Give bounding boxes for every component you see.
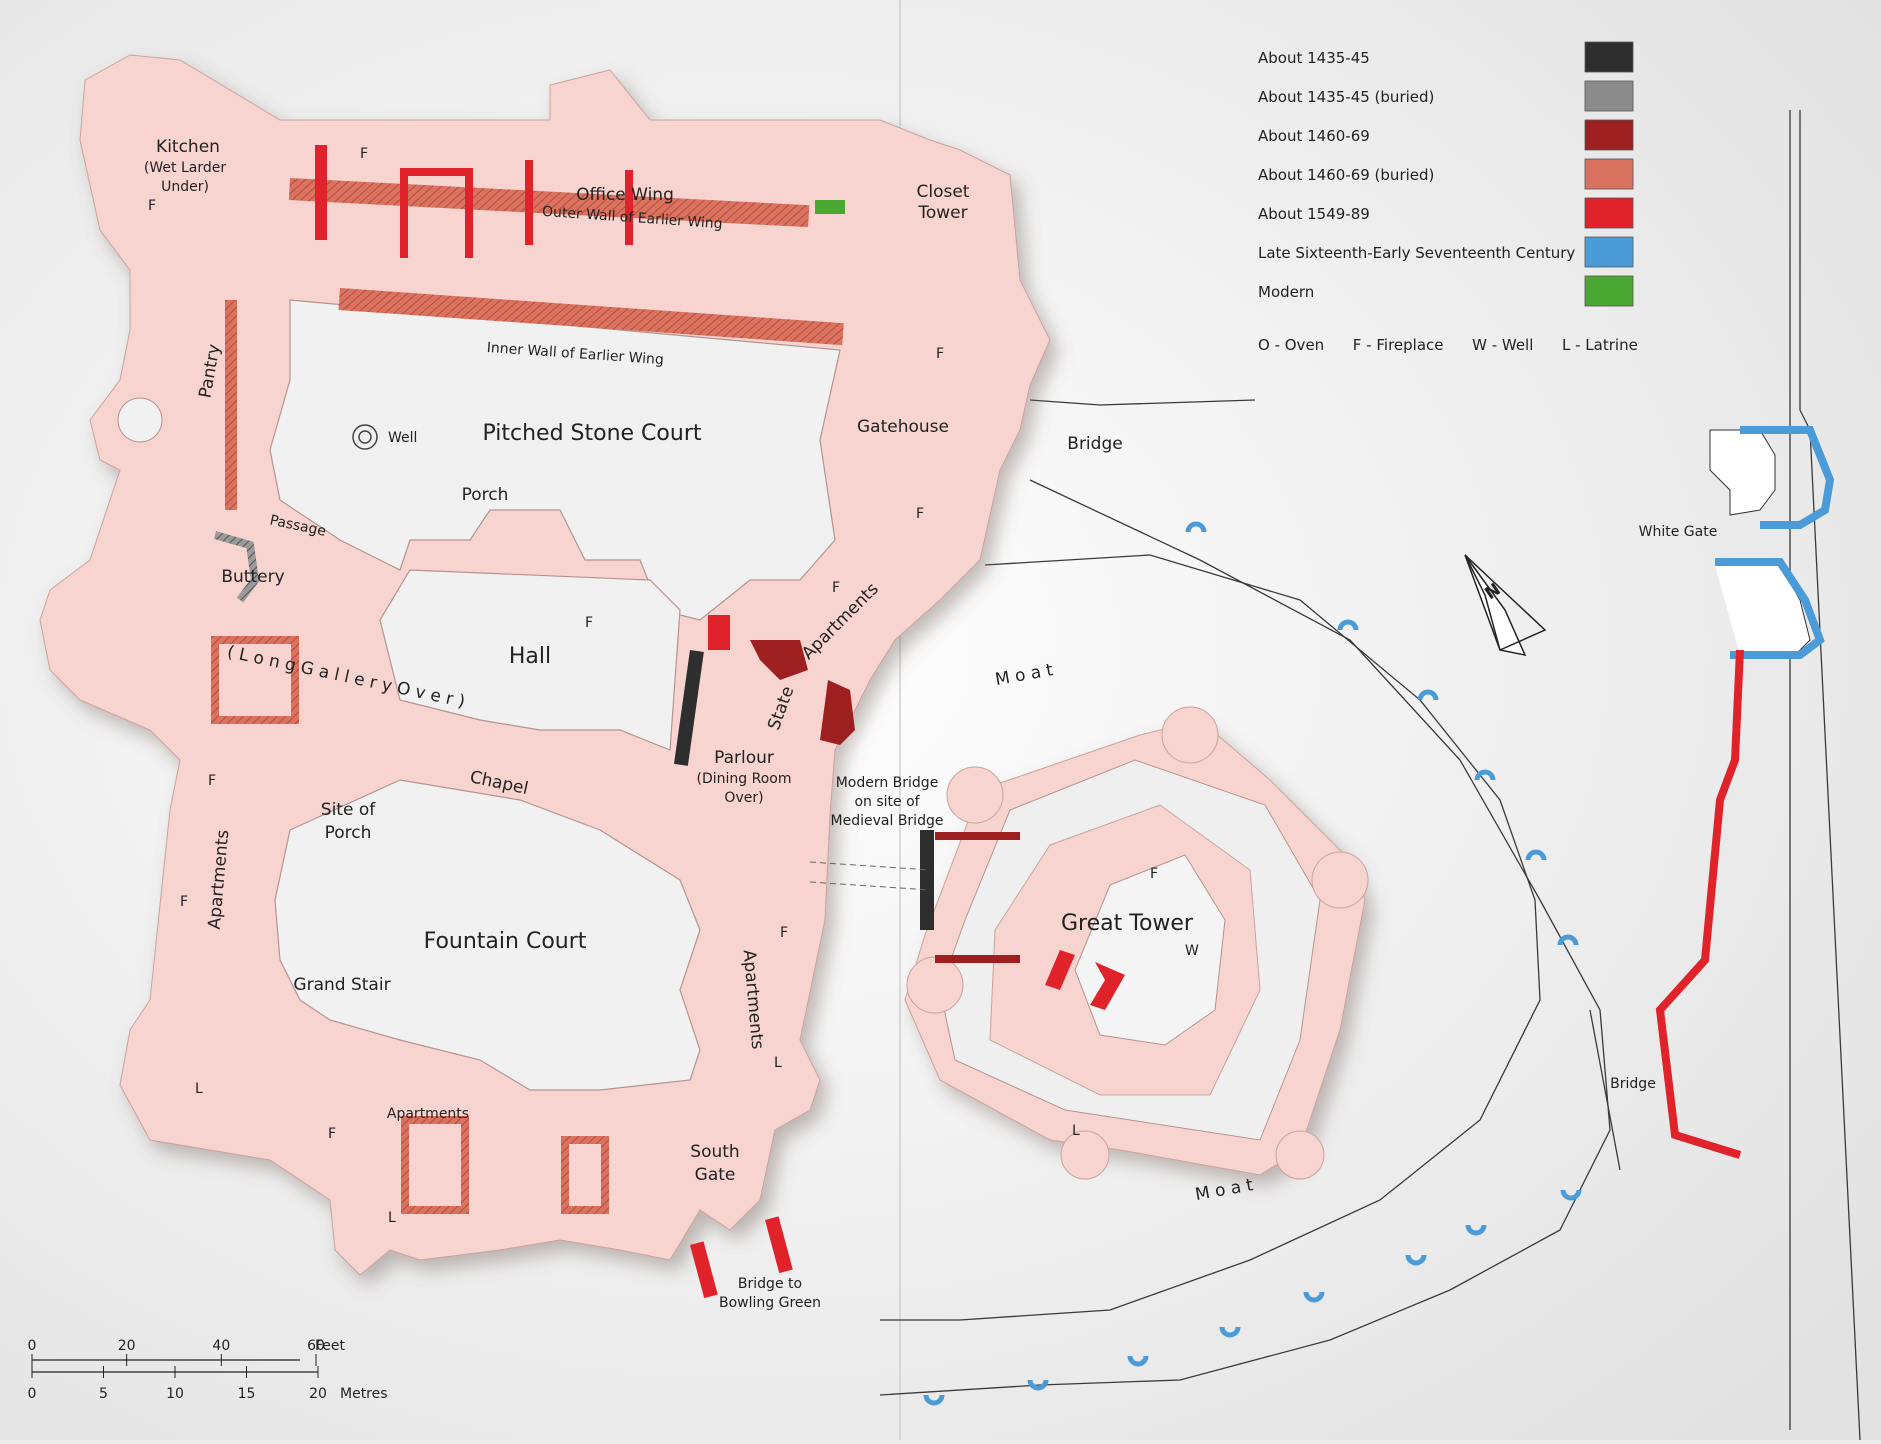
fountain-court <box>274 779 701 1091</box>
scale-metre-tick: 20 <box>309 1386 327 1402</box>
label-site-porch-2: Porch <box>325 823 372 843</box>
moat-lines <box>879 110 1861 1441</box>
legend-swatch <box>1584 275 1634 307</box>
label-office-wing: Office Wing <box>576 185 674 205</box>
fireplace-mark: F <box>328 1126 336 1142</box>
tower-corner-turrets <box>906 706 1369 1180</box>
label-bridge-bowling-2: Bowling Green <box>719 1295 821 1311</box>
fireplace-mark: F <box>148 198 156 214</box>
outer-red-wall <box>1655 649 1744 1159</box>
label-modern-bridge-3: Medieval Bridge <box>831 813 944 829</box>
label-great-tower: Great Tower <box>1061 911 1194 936</box>
label-site-porch: Site of <box>321 800 376 820</box>
label-modern-bridge: Modern Bridge <box>836 775 939 791</box>
hall-room <box>379 569 681 751</box>
legend-item-label: About 1435-45 (buried) <box>1258 88 1434 106</box>
legend-swatch <box>1584 119 1634 151</box>
legend-item-label: About 1435-45 <box>1258 49 1370 67</box>
label-closet-tower: Closet <box>917 182 970 202</box>
legend-swatch <box>1584 236 1634 268</box>
label-bridge-bowling: Bridge to <box>738 1276 802 1292</box>
scale-metre-tick: 0 <box>28 1386 37 1402</box>
fireplace-mark: F <box>180 894 188 910</box>
north-arrow-icon <box>1464 554 1547 657</box>
label-kitchen-2: (Wet Larder <box>144 160 226 176</box>
label-bridge-right: Bridge <box>1610 1076 1656 1092</box>
label-south-gate: South <box>690 1142 739 1162</box>
fireplace-mark: F <box>208 773 216 789</box>
legend-swatch <box>1584 197 1634 229</box>
fireplace-mark: F <box>832 580 840 596</box>
legend-item-label: About 1549-89 <box>1258 205 1370 223</box>
white-gate <box>1709 426 1835 659</box>
fireplace-mark: F <box>916 506 924 522</box>
latrine-mark: L <box>774 1055 782 1071</box>
fireplace-mark: F <box>936 346 944 362</box>
pitched-stone-court <box>269 299 841 621</box>
label-well: Well <box>388 430 417 446</box>
moat-buttresses <box>923 521 1582 1406</box>
label-grand-stair: Grand Stair <box>293 975 390 995</box>
label-modern-bridge-2: on site of <box>854 794 920 810</box>
label-gatehouse: Gatehouse <box>857 417 949 437</box>
scale-metre-tick: 5 <box>99 1386 108 1402</box>
label-kitchen-3: Under) <box>161 179 209 195</box>
legend-item-label: About 1460-69 <box>1258 127 1370 145</box>
latrine-mark: L <box>388 1210 396 1226</box>
legend-swatch <box>1584 80 1634 112</box>
legend-swatch <box>1584 158 1634 190</box>
label-pitched-stone-court: Pitched Stone Court <box>482 421 701 446</box>
fireplace-mark: F <box>780 925 788 941</box>
scale-metre-tick: 15 <box>238 1386 256 1402</box>
label-parlour: Parlour <box>714 748 774 768</box>
label-buttery: Buttery <box>221 567 284 587</box>
fireplace-mark: F <box>585 615 593 631</box>
label-parlour-3: Over) <box>724 790 763 806</box>
scale-feet-unit: Feet <box>315 1338 346 1354</box>
scale-feet-tick: 20 <box>118 1338 136 1354</box>
label-apartments-s: Apartments <box>387 1106 469 1122</box>
label-parlour-2: (Dining Room <box>697 771 792 787</box>
scale-feet-tick: 40 <box>212 1338 230 1354</box>
label-bridge-top: Bridge <box>1067 434 1122 454</box>
courtyards <box>269 299 841 1091</box>
label-hall: Hall <box>509 644 551 669</box>
label-south-gate-2: Gate <box>695 1165 736 1185</box>
fireplace-mark: F <box>360 146 368 162</box>
label-porch: Porch <box>462 485 509 505</box>
latrine-mark: L <box>195 1081 203 1097</box>
scale-bar: 0 20 40 60 0 5 10 15 20 Feet Metres <box>28 1338 388 1402</box>
legend-item-label: About 1460-69 (buried) <box>1258 166 1434 184</box>
legend-key: O - Oven F - Fireplace W - Well L - Latr… <box>1258 336 1638 354</box>
label-closet-tower-2: Tower <box>917 203 967 223</box>
label-kitchen: Kitchen <box>156 137 220 157</box>
fireplace-mark: F <box>1150 866 1158 882</box>
scale-feet-tick: 0 <box>28 1338 37 1354</box>
label-fountain-court: Fountain Court <box>424 929 587 954</box>
label-white-gate: White Gate <box>1639 524 1718 540</box>
scale-metre-tick: 10 <box>166 1386 184 1402</box>
latrine-mark: L <box>1072 1123 1080 1139</box>
legend-item-label: Late Sixteenth-Early Seventeenth Century <box>1258 244 1575 262</box>
scale-feet-tick: 60 <box>307 1338 325 1354</box>
well-mark: W <box>1185 943 1199 959</box>
phase-marks <box>117 145 1125 1299</box>
legend-swatch <box>1584 41 1634 73</box>
legend-item-label: Modern <box>1258 283 1314 301</box>
scale-metre-unit: Metres <box>340 1386 388 1402</box>
